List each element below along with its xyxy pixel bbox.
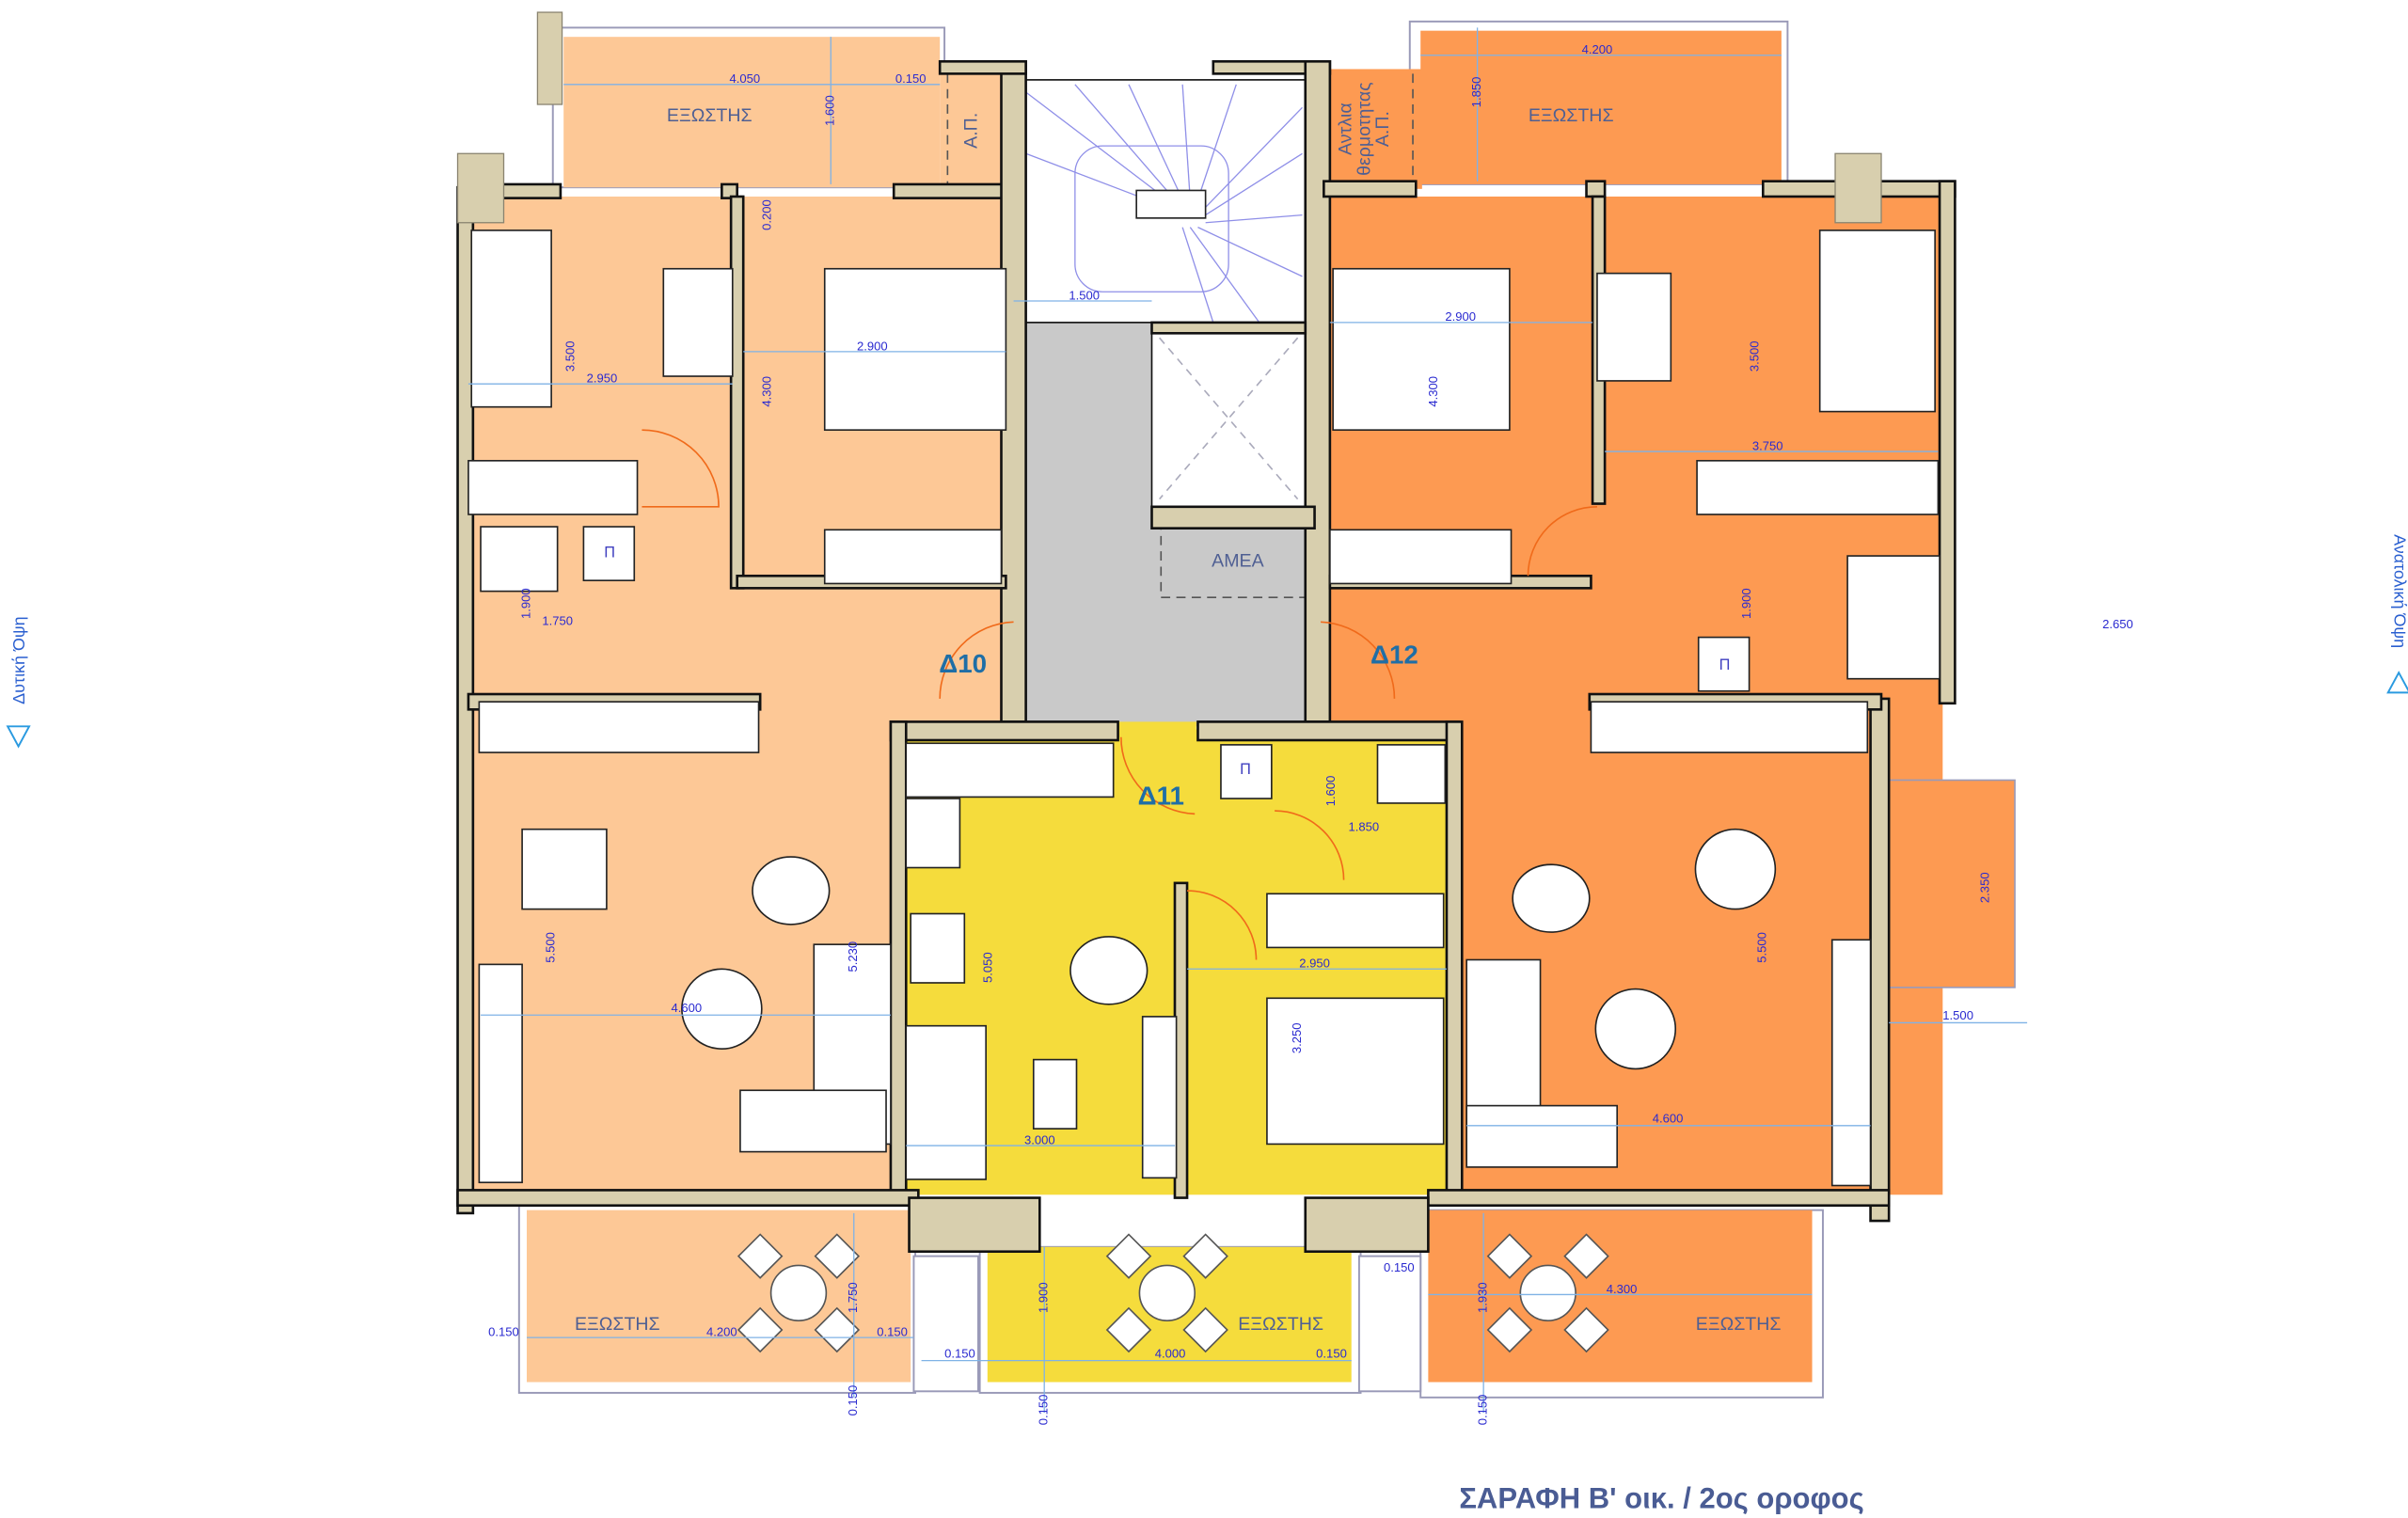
- dimension-lines: [467, 27, 2028, 1414]
- dim-label: 4.050: [730, 71, 761, 86]
- dimension-labels: 4.050 0.150 1.600 0.200 3.500 2.950 2.90…: [488, 42, 2133, 1425]
- heat-pump-label: θερμοτητας: [1354, 82, 1374, 175]
- unit-d11-label: Δ11: [1138, 782, 1184, 811]
- elevator-shaft: [1150, 329, 1307, 508]
- dim-label: 4.300: [1426, 376, 1440, 407]
- walls: [456, 11, 1956, 1254]
- unit-d10-label: Δ10: [939, 649, 987, 678]
- dim-label: 4.200: [706, 1325, 737, 1339]
- dim-label: 4.300: [760, 376, 774, 407]
- doors: [642, 429, 1597, 960]
- dim-label: 0.150: [944, 1346, 975, 1360]
- dim-label: 3.500: [1747, 340, 1761, 372]
- dim-label: 1.900: [1036, 1282, 1050, 1313]
- dim-label: 2.900: [857, 339, 888, 353]
- west-elevation-marker-icon: [6, 725, 31, 749]
- dim-label: 3.750: [1752, 438, 1783, 452]
- dim-label: 2.350: [1977, 872, 1991, 903]
- dim-label: 1.500: [1069, 288, 1100, 302]
- pantry-label: Π: [1240, 761, 1251, 778]
- dim-label: 0.150: [895, 71, 927, 86]
- dim-label: 5.500: [1755, 932, 1769, 963]
- dim-label: 1.900: [1739, 588, 1753, 619]
- balcony-label: ΕΞΩΣΤΗΣ: [667, 105, 752, 126]
- dim-label: 3.000: [1024, 1132, 1055, 1146]
- dining-set-outdoor: [737, 1233, 1609, 1353]
- unit-d12-label: Δ12: [1370, 640, 1418, 669]
- dim-label: 5.500: [543, 932, 557, 963]
- dim-label: 3.500: [563, 340, 578, 372]
- balcony-label: ΕΞΩΣΤΗΣ: [1696, 1314, 1782, 1335]
- balcony-bottom-right: [1428, 1210, 1813, 1383]
- dim-label: 0.150: [1316, 1346, 1347, 1360]
- dim-label: 0.200: [760, 199, 774, 230]
- dim-label: 1.850: [1469, 77, 1483, 108]
- dim-label: 0.150: [1384, 1260, 1415, 1274]
- amea-label: ΑΜΕΑ: [1212, 550, 1264, 571]
- d11-entry: [1116, 721, 1196, 753]
- dim-label: 0.150: [488, 1325, 519, 1339]
- dim-label: 0.150: [846, 1385, 860, 1416]
- dim-label: 1.500: [1942, 1008, 1973, 1022]
- balcony-label: ΕΞΩΣΤΗΣ: [575, 1314, 660, 1335]
- dim-label: 1.930: [1475, 1282, 1489, 1313]
- dim-label: 5.230: [846, 941, 860, 972]
- dim-label: 1.750: [542, 614, 573, 628]
- dim-label: 0.150: [877, 1325, 908, 1339]
- dim-label: 1.600: [1323, 776, 1338, 807]
- pantry-label: Π: [1719, 656, 1731, 673]
- west-elevation-label: Δυτική Όψη: [9, 616, 28, 704]
- heat-pump-label: Α.Π.: [1372, 111, 1393, 147]
- stair-landing: [1135, 189, 1207, 219]
- east-elevation-marker-icon: [2386, 671, 2408, 694]
- dim-label: 1.900: [518, 588, 532, 619]
- dim-label: 1.600: [823, 95, 837, 126]
- dim-label: 2.950: [1299, 957, 1330, 971]
- dim-label: 0.150: [1036, 1395, 1050, 1426]
- balcony-label: ΕΞΩΣΤΗΣ: [1238, 1314, 1323, 1335]
- dim-label: 1.750: [846, 1282, 860, 1313]
- dim-label: 4.600: [1653, 1112, 1684, 1126]
- balcony-top-left: ΕΞΩΣΤΗΣ Α.Π.: [551, 26, 1014, 193]
- dim-label: 2.650: [2102, 617, 2133, 631]
- ap-label: Α.Π.: [960, 113, 981, 149]
- dim-label: 3.250: [1290, 1022, 1304, 1053]
- dim-label: 4.200: [1582, 42, 1613, 56]
- side-balcony-right: [1888, 779, 2016, 988]
- dim-label: 4.300: [1607, 1282, 1638, 1296]
- dim-label: 4.600: [671, 1001, 702, 1015]
- plan-title: ΣΑΡΑΦΗ Β' οικ. / 2ος οροφος: [1459, 1481, 1863, 1514]
- dim-label: 4.000: [1155, 1346, 1186, 1360]
- heat-pump-label: Αντλια: [1336, 103, 1356, 155]
- balcony-label: ΕΞΩΣΤΗΣ: [1529, 105, 1614, 126]
- dim-label: 2.900: [1445, 309, 1476, 324]
- balcony-top-right: ΕΞΩΣΤΗΣ Αντλια θερμοτητας Α.Π.: [1329, 20, 1789, 189]
- dim-label: 5.050: [981, 952, 995, 983]
- balcony-bottom-left: [527, 1210, 911, 1383]
- dim-label: 2.950: [587, 372, 618, 386]
- dim-label: 0.150: [1475, 1395, 1489, 1426]
- dim-label: 1.850: [1348, 819, 1379, 833]
- pantry-label: Π: [604, 545, 615, 561]
- furniture: [467, 229, 1941, 1187]
- east-elevation-label: Ανατολική Όψη: [2390, 534, 2408, 648]
